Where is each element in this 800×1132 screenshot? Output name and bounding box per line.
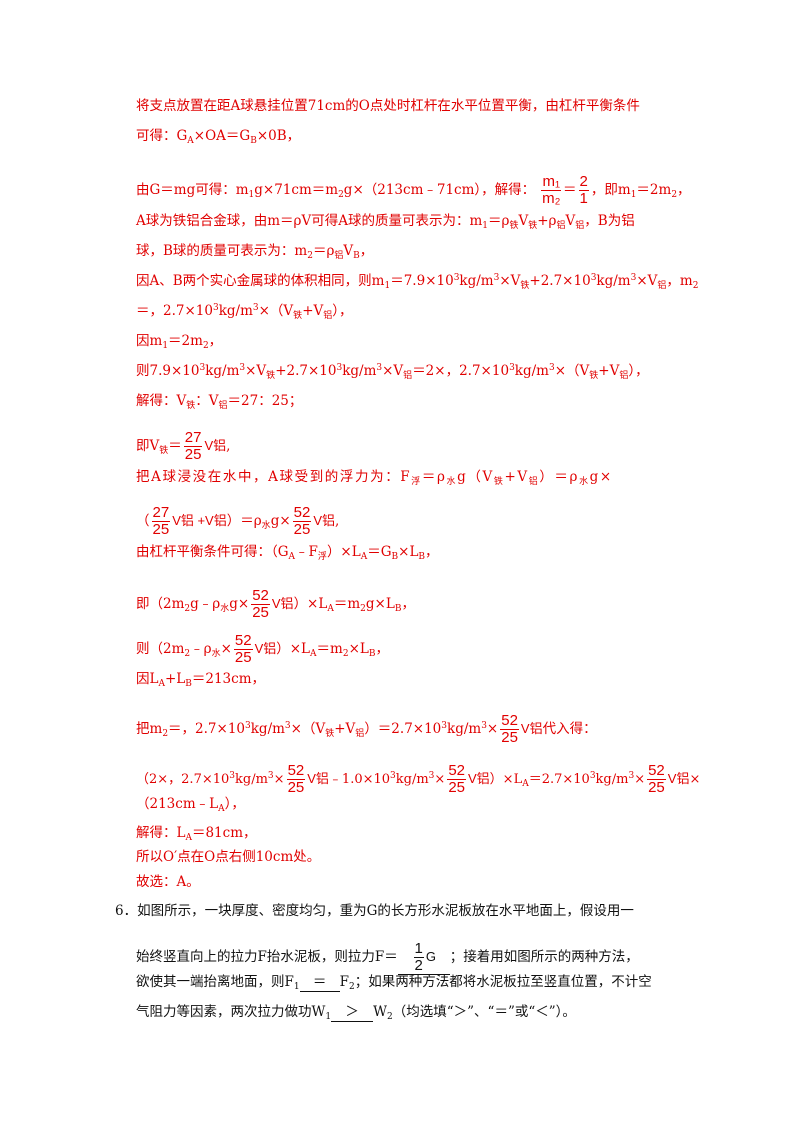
text-line: 把m2＝，2.7×103kg/m3×（V铁+V铝）＝2.7×103kg/m3×5… xyxy=(136,712,597,746)
text-line: 可得：GA×OA＝GB×0B， xyxy=(136,128,301,146)
text-line: 因A、B两个实心金属球的体积相同，则m1＝7.9×103kg/m3×V铁+2.7… xyxy=(136,273,699,291)
question-number: 6． xyxy=(115,903,138,919)
text-line: 所以O′点在O点右侧10cm处。 xyxy=(136,849,321,865)
text-line: 解得：V铁：V铝＝27：25； xyxy=(136,393,303,411)
question-line: 6．如图所示，一块厚度、密度均匀，重为G的长方形水泥板放在水平地面上，假设用一 xyxy=(115,903,634,919)
question-line: 欲使其一端抬离地面，则F1＝F2；如果两种方法都将水泥板拉至竖直位置，不计空 xyxy=(136,973,652,992)
text-line: 则7.9×103kg/m3×V铁+2.7×103kg/m3×V铝＝2×，2.7×… xyxy=(136,363,649,381)
text-line: 因LA+LB＝213cm， xyxy=(136,671,266,689)
text-line: 由杠杆平衡条件可得：（GA﹣F浮）×LA＝GB×LB， xyxy=(136,544,439,562)
text-line: （213cm﹣LA）， xyxy=(136,796,245,814)
text-line: A球为铁铝合金球，由m＝ρV可得A球的质量可表示为：m1＝ρ铁V铁+ρ铝V铝，B… xyxy=(136,213,635,231)
text-line: 由G＝mg可得：m1g×71cm＝m2g×（213cm﹣71cm），解得： m₁… xyxy=(136,173,691,207)
text-line: 把A球浸没在水中，A球受到的浮力为：F浮＝ρ水g（V铁+V铝）＝ρ水g× xyxy=(136,469,613,487)
text-line: 解得：LA＝81cm， xyxy=(136,825,257,843)
text-line: ＝，2.7×103kg/m3×（V铁+V铝）， xyxy=(136,303,353,321)
answer-blank[interactable]: ＞ xyxy=(331,1003,374,1022)
text-line: 球，B球的质量可表示为：m2＝ρ铝VB， xyxy=(136,243,374,261)
text-line: 故选：A。 xyxy=(136,874,200,890)
answer-blank[interactable]: ＝ xyxy=(299,973,340,992)
text-line: 因m1＝2m2， xyxy=(136,333,223,351)
text-line: 将支点放置在距A球悬挂位置71cm的O点处时杠杆在水平位置平衡，由杠杆平衡条件 xyxy=(136,98,640,114)
question-line: 气阻力等因素，两次拉力做功W1＞W2（均选填“＞”、“＝”或“＜”）。 xyxy=(136,1003,576,1022)
